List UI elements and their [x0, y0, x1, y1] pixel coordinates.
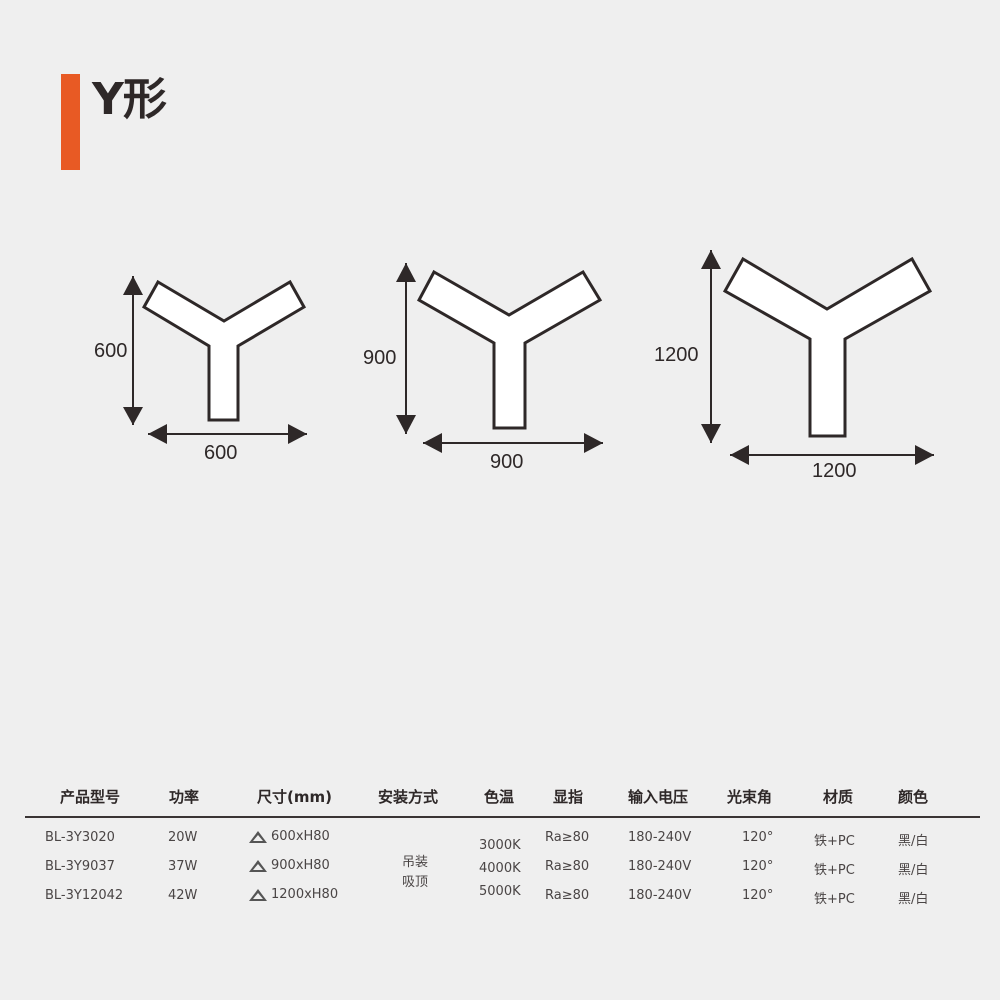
header-cri: 显指	[553, 788, 584, 806]
y-shape-600	[123, 276, 307, 444]
page-title: Y形	[92, 74, 167, 125]
size: 1200xH80	[249, 887, 338, 902]
triangle-icon	[249, 859, 267, 872]
header-beam: 光束角	[727, 788, 773, 806]
cct-5000: 5000K	[479, 884, 521, 899]
material: 铁+PC	[814, 863, 855, 878]
cri: Ra≥80	[545, 888, 590, 903]
cri: Ra≥80	[545, 859, 590, 874]
table-divider	[25, 816, 980, 818]
color: 黑/白	[898, 863, 929, 878]
cct-4000: 4000K	[479, 861, 521, 876]
height-label-600: 600	[94, 340, 128, 362]
y-shape-900	[396, 263, 603, 453]
color: 黑/白	[898, 892, 929, 907]
voltage: 180-240V	[628, 888, 692, 903]
size: 600xH80	[249, 829, 330, 844]
header-install: 安装方式	[378, 788, 439, 806]
triangle-icon	[249, 888, 267, 901]
install-method-ceiling: 吸顶	[402, 875, 429, 890]
y-shape-1200	[701, 250, 934, 465]
header-size: 尺寸(mm)	[257, 788, 332, 806]
model: BL-3Y9037	[45, 859, 115, 874]
width-label-900: 900	[490, 451, 524, 473]
height-label-1200: 1200	[654, 344, 699, 366]
power: 37W	[168, 859, 198, 874]
cct-3000: 3000K	[479, 838, 521, 853]
beam-angle: 120°	[742, 888, 774, 903]
header-model: 产品型号	[60, 788, 121, 806]
triangle-icon	[249, 830, 267, 843]
size: 900xH80	[249, 858, 330, 873]
voltage: 180-240V	[628, 859, 692, 874]
beam-angle: 120°	[742, 859, 774, 874]
voltage: 180-240V	[628, 830, 692, 845]
header-cct: 色温	[484, 788, 515, 806]
cri: Ra≥80	[545, 830, 590, 845]
model: BL-3Y3020	[45, 830, 115, 845]
model: BL-3Y12042	[45, 888, 124, 903]
title-accent-bar	[61, 74, 80, 170]
width-label-1200: 1200	[812, 460, 857, 482]
power: 20W	[168, 830, 198, 845]
height-label-900: 900	[363, 347, 397, 369]
header-color: 颜色	[898, 788, 929, 806]
header-material: 材质	[823, 788, 854, 806]
install-method-hanging: 吊装	[402, 855, 429, 870]
width-label-600: 600	[204, 442, 238, 464]
color: 黑/白	[898, 834, 929, 849]
header-power: 功率	[169, 788, 200, 806]
beam-angle: 120°	[742, 830, 774, 845]
material: 铁+PC	[814, 834, 855, 849]
material: 铁+PC	[814, 892, 855, 907]
power: 42W	[168, 888, 198, 903]
header-voltage: 输入电压	[628, 788, 689, 806]
